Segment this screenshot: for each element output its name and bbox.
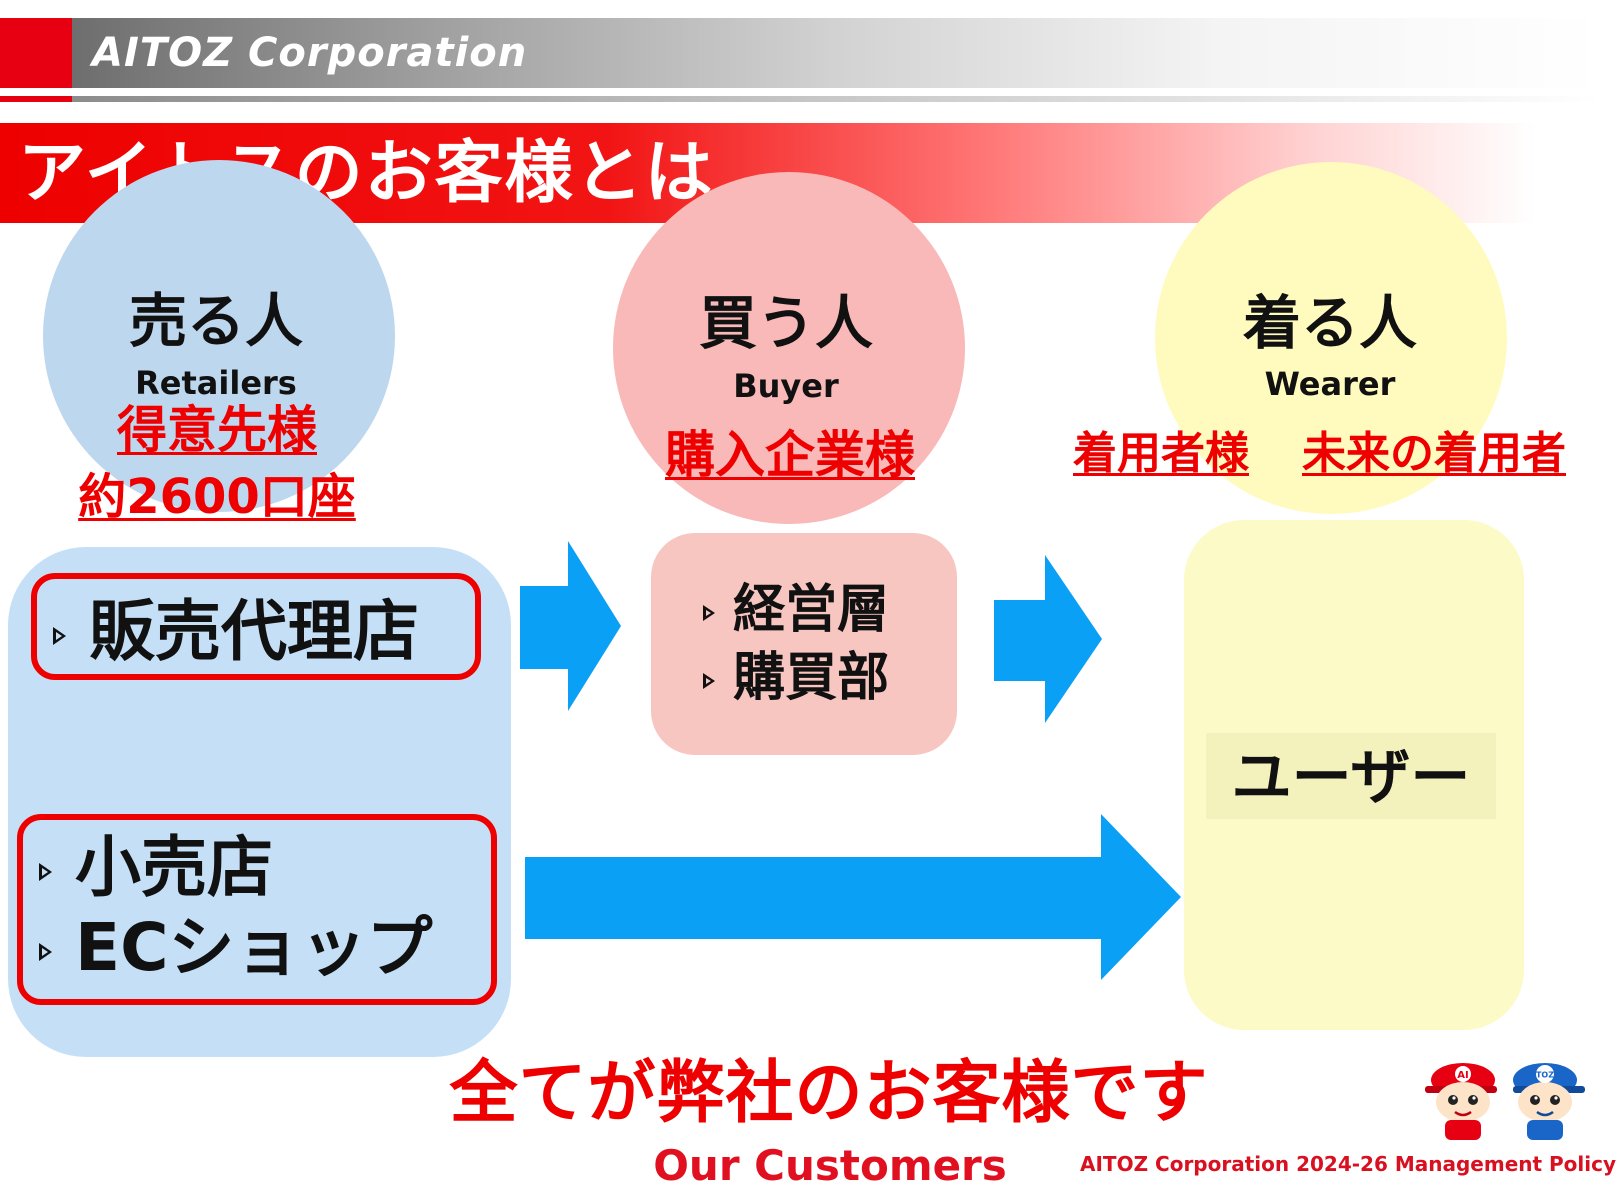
- list-item: 経営層: [703, 578, 889, 642]
- retailers-note-customers: 得意先様: [117, 401, 317, 459]
- buyer-panel: [651, 533, 957, 755]
- role-subtitle-wearer: Wearer: [1264, 365, 1396, 403]
- mascot-characters-illustration: AI TOZ: [1425, 1063, 1585, 1140]
- mascot-cap-text: TOZ: [1536, 1071, 1554, 1080]
- list-item-label: 購買部: [733, 648, 890, 708]
- highlight-box-agents: [31, 573, 481, 680]
- user-label: ユーザー: [1231, 743, 1471, 813]
- blue-mascot-icon: TOZ: [1513, 1063, 1585, 1140]
- list-item-label: ECショップ: [74, 909, 433, 986]
- footer-policy: AITOZ Corporation 2024-26 Management Pol…: [1080, 1152, 1616, 1176]
- wearer-note-future: 未来の着用者: [1302, 428, 1566, 479]
- list-item: 購買部: [703, 646, 889, 710]
- buyer-circle: [613, 172, 965, 524]
- bullet-triangle-icon: [53, 626, 66, 645]
- company-logo: AITOZ Corporation: [92, 30, 528, 76]
- list-item: 小売店: [39, 830, 273, 906]
- bottom-message: 全てが弊社のお客様です: [449, 1054, 1209, 1133]
- role-title-buyer: 買う人: [698, 289, 873, 357]
- bullet-triangle-icon: [39, 862, 52, 881]
- list-item-label: 経営層: [733, 580, 890, 640]
- list-item: 販売代理店: [53, 594, 419, 670]
- role-title-wearer: 着る人: [1242, 289, 1417, 357]
- bullet-triangle-icon: [703, 673, 715, 689]
- wearer-circle: [1155, 162, 1507, 514]
- retailers-circle: [43, 160, 395, 512]
- retailers-panel: [8, 547, 511, 1057]
- highlight-box-shops: [17, 814, 497, 1005]
- arrow-right-icon: [520, 541, 621, 711]
- header-gradient-bar: [72, 18, 1600, 88]
- role-subtitle-buyer: Buyer: [733, 367, 839, 405]
- header-divider-red: [0, 96, 72, 102]
- bullet-triangle-icon: [703, 605, 715, 621]
- list-item-label: 小売店: [74, 829, 273, 906]
- red-mascot-icon: AI: [1425, 1063, 1497, 1140]
- user-label-box: [1206, 733, 1496, 819]
- bullet-triangle-icon: [39, 942, 52, 961]
- arrow-right-icon: [994, 555, 1102, 723]
- mascot-cap-text: AI: [1457, 1070, 1468, 1081]
- retailers-note-accounts: 約2600口座: [78, 469, 356, 525]
- role-subtitle-retailers: Retailers: [135, 364, 297, 402]
- role-title-retailers: 売る人: [128, 287, 303, 355]
- list-item: ECショップ: [39, 910, 433, 986]
- header-red-block: [0, 18, 72, 88]
- wearer-note-current: 着用者様: [1073, 428, 1249, 479]
- list-item-label: 販売代理店: [88, 593, 419, 670]
- buyer-note-companies: 購入企業様: [665, 426, 915, 484]
- bottom-message-english: Our Customers: [653, 1141, 1007, 1190]
- header-divider-gray: [72, 96, 1600, 102]
- long-arrow-right-icon: [525, 814, 1181, 980]
